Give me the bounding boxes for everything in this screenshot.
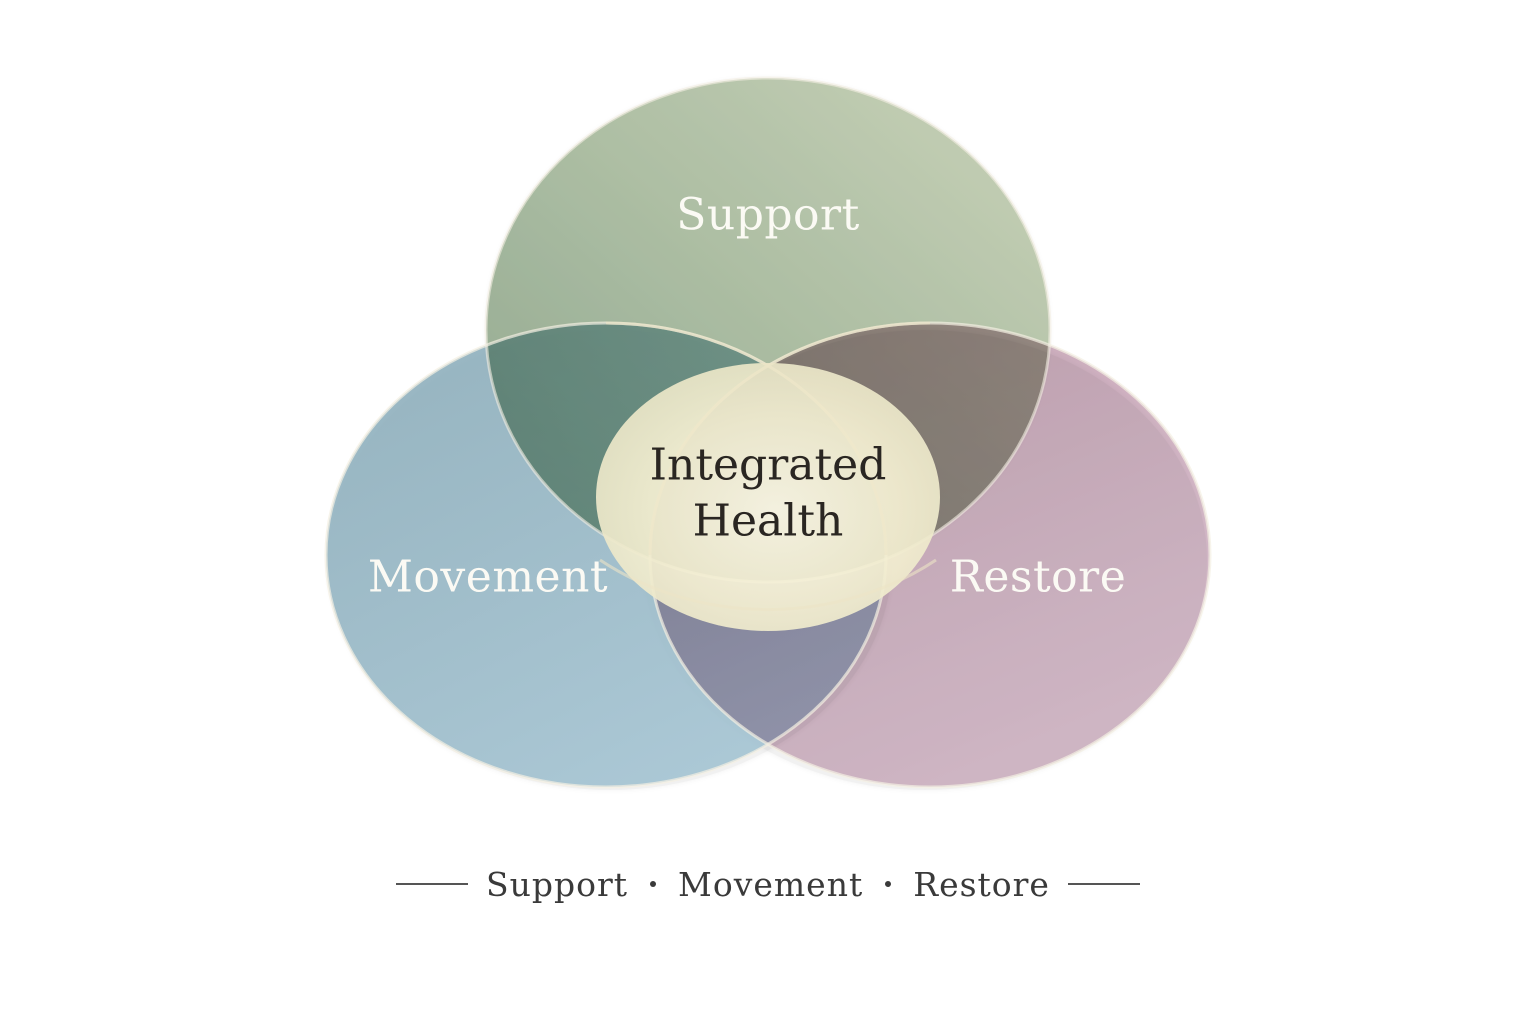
footer-item-movement: Movement [678,864,864,904]
support-label: Support [676,190,860,241]
integrated-health-center [596,363,940,631]
center-label-line2: Health [693,496,844,547]
footer-rule-left [396,883,469,885]
footer-caption: Support Movement Restore [0,858,1536,910]
footer-item-support: Support [486,864,629,904]
footer-rule-right [1067,883,1140,885]
footer-separator-dot [650,881,657,887]
restore-label: Restore [950,552,1127,603]
movement-label: Movement [368,552,608,603]
center-label-line1: Integrated [650,440,887,491]
footer-item-restore: Restore [913,864,1050,904]
footer-separator-dot [885,881,892,887]
